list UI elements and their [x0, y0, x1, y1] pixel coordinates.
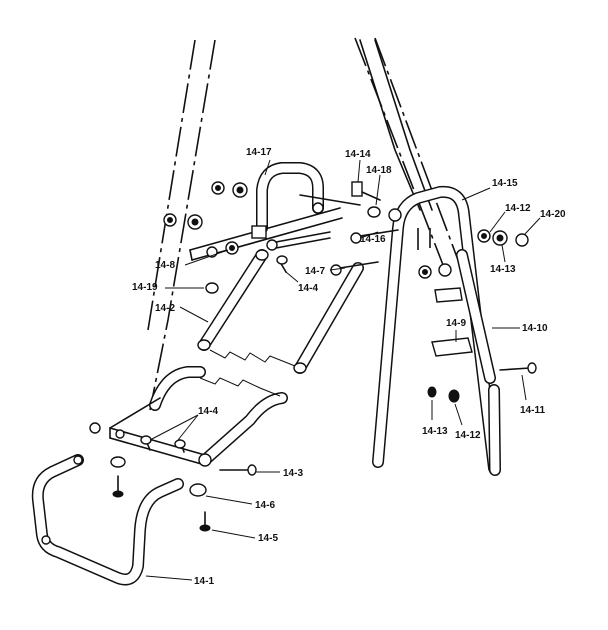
label-14-6: 14-6	[255, 500, 275, 511]
upper-crossbar	[189, 194, 361, 261]
label-14-10: 14-10	[522, 323, 548, 334]
top-handle-bar	[256, 162, 324, 234]
label-14-12-bottom: 14-12	[455, 430, 481, 441]
label-14-13-bottom: 14-13	[422, 426, 448, 437]
label-14-20: 14-20	[540, 209, 566, 220]
label-14-4-top: 14-4	[298, 283, 318, 294]
label-14-7: 14-7	[305, 266, 325, 277]
label-14-11: 14-11	[520, 405, 545, 416]
label-14-3: 14-3	[283, 468, 303, 479]
label-14-4-bottom: 14-4	[198, 406, 218, 417]
label-14-18: 14-18	[366, 165, 392, 176]
label-14-9: 14-9	[446, 318, 466, 329]
label-14-15: 14-15	[492, 178, 518, 189]
label-14-19: 14-19	[132, 282, 158, 293]
label-14-12-top: 14-12	[505, 203, 531, 214]
a-frame-legs-dashed	[147, 37, 459, 411]
lower-u-frame	[31, 454, 184, 586]
label-14-1: 14-1	[194, 576, 214, 587]
footrest-frame	[197, 249, 364, 374]
seat-frame	[109, 366, 288, 467]
label-14-8: 14-8	[155, 260, 175, 271]
label-14-14: 14-14	[345, 149, 371, 160]
right-a-frame-legs	[359, 39, 501, 476]
label-14-2: 14-2	[155, 303, 175, 314]
part-labels: 14-17 14-14 14-18 14-15 14-12 14-20 14-1…	[132, 147, 566, 587]
label-14-13-top: 14-13	[490, 264, 516, 275]
label-14-5: 14-5	[258, 533, 278, 544]
label-14-17: 14-17	[246, 147, 272, 158]
label-14-16: 14-16	[360, 234, 386, 245]
leader-lines	[145, 159, 541, 581]
